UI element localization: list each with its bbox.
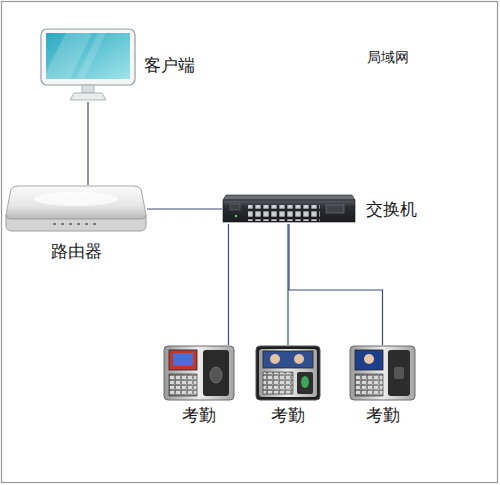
attendance-device-icon — [256, 346, 320, 400]
node-label: 考勤 — [366, 405, 400, 425]
switch-icon — [223, 195, 355, 222]
monitor-icon — [41, 29, 135, 100]
attendance-node: 考勤 — [255, 345, 321, 401]
network-cable — [87, 102, 88, 185]
node-label: 考勤 — [182, 405, 216, 425]
attendance-node: 考勤 — [163, 345, 235, 401]
network-label: 局域网 — [367, 49, 409, 66]
node-label: 客户端 — [144, 55, 195, 75]
attendance-node: 考勤 — [349, 345, 416, 401]
network-cable — [228, 224, 229, 345]
attendance-device-icon — [350, 346, 415, 400]
node-label: 交换机 — [366, 199, 417, 219]
network-cable — [147, 208, 222, 209]
router-node: 路由器 — [5, 185, 147, 233]
node-label: 路由器 — [51, 241, 102, 261]
switch-node: 交换机 — [222, 194, 356, 224]
client-node: 客户端 — [40, 28, 136, 102]
network-cable — [289, 224, 383, 345]
node-label: 考勤 — [271, 405, 305, 425]
router-icon — [6, 186, 146, 231]
attendance-device-icon — [164, 346, 234, 400]
